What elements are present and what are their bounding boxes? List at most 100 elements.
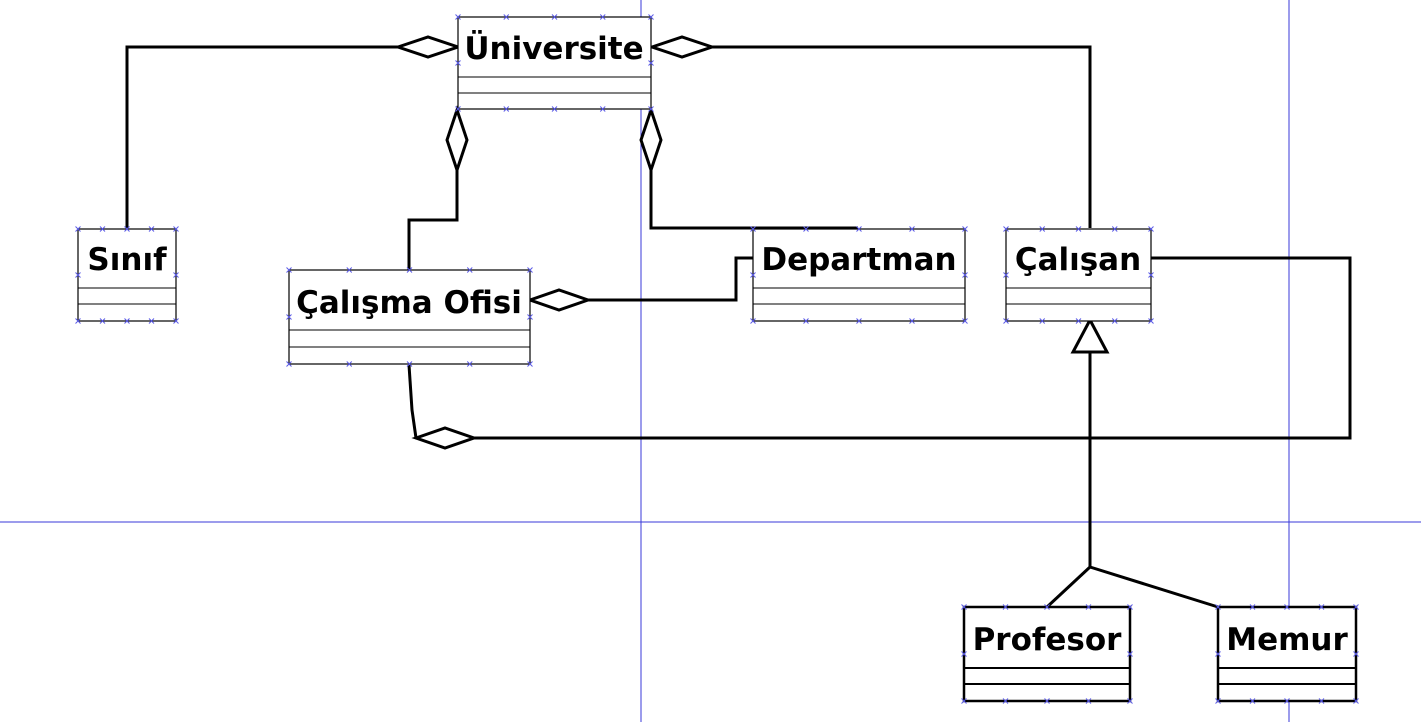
connection-handle-stroke — [406, 267, 413, 273]
connection-handle — [1044, 698, 1050, 704]
connection-handle — [1002, 604, 1009, 610]
connection-handle-stroke — [1215, 651, 1221, 657]
connection-handle-stroke — [1215, 698, 1221, 704]
connection-handle-stroke — [1353, 604, 1359, 610]
connection-handle — [1044, 604, 1050, 610]
class-profesor[interactable]: Profesor — [962, 605, 1132, 703]
connection-handle — [962, 318, 968, 324]
connection-handle-stroke — [527, 314, 533, 320]
connection-handle — [551, 106, 558, 112]
connection-handle-stroke — [856, 318, 862, 324]
edge-universite-departman[interactable] — [649, 170, 858, 230]
connection-handle-stroke — [962, 226, 968, 232]
connection-handle-stroke — [551, 14, 558, 20]
edge-departman-calisma-ofisi[interactable] — [588, 256, 753, 302]
connection-handle-stroke — [856, 226, 862, 232]
connection-handle-stroke — [527, 267, 533, 273]
connection-handle-stroke — [148, 226, 155, 232]
connection-handle — [527, 267, 533, 273]
connection-handle-stroke — [1085, 698, 1092, 704]
connection-handle-stroke — [466, 267, 473, 273]
connection-handle — [648, 14, 654, 20]
connection-handle — [1111, 226, 1118, 232]
connection-handle — [750, 318, 756, 324]
connection-handle-stroke — [346, 361, 353, 367]
connection-handle-stroke — [750, 226, 756, 232]
connection-handle — [1085, 604, 1092, 610]
diamond-calisma-ofisi-right[interactable] — [525, 288, 593, 312]
diamond-calisma-ofisi-bottom[interactable] — [411, 426, 479, 450]
connection-handle-stroke — [750, 272, 756, 278]
connection-handle — [803, 226, 809, 232]
class-name: Departman — [761, 242, 956, 278]
class-name: Çalışan — [1015, 242, 1141, 278]
connection-handle-stroke — [455, 14, 461, 20]
diamond-universite-left[interactable] — [393, 35, 463, 59]
class-name: Sınıf — [87, 242, 167, 278]
edge-generalization-memur[interactable] — [1089, 565, 1219, 609]
connection-handle — [286, 267, 292, 273]
class-box — [752, 228, 966, 322]
connection-handle — [803, 318, 809, 324]
connection-handle — [286, 361, 292, 367]
connection-handle-stroke — [286, 361, 292, 367]
class-calisan[interactable]: Çalışan — [1005, 228, 1152, 322]
connection-handle-stroke — [1148, 272, 1154, 278]
connection-handle-stroke — [346, 267, 353, 273]
class-departman[interactable]: Departman — [752, 228, 966, 322]
connection-handles — [75, 14, 1359, 704]
class-universite[interactable]: Üniversite — [457, 16, 652, 110]
connection-handle — [455, 106, 461, 112]
connection-handle — [455, 60, 461, 66]
connection-handle — [346, 361, 353, 367]
connection-handle — [406, 267, 413, 273]
connection-handle-stroke — [1127, 604, 1133, 610]
connection-handle — [527, 361, 533, 367]
connection-handle — [75, 226, 81, 232]
connection-handle — [1353, 604, 1359, 610]
connection-handle — [173, 272, 179, 278]
connection-handle — [406, 361, 413, 367]
connection-handle — [1284, 604, 1290, 610]
class-calisma-ofisi[interactable]: Çalışma Ofisi — [288, 269, 531, 365]
connection-handle — [1003, 272, 1009, 278]
edge-universite-calisan[interactable] — [712, 45, 1092, 228]
class-name: Üniversite — [464, 30, 643, 67]
connection-handle-stroke — [99, 318, 106, 324]
connection-handle-stroke — [173, 226, 179, 232]
edge-calisan-calisma-ofisi[interactable] — [474, 256, 1352, 440]
connection-handle-stroke — [1085, 604, 1092, 610]
connection-handle — [648, 106, 654, 112]
connection-handle — [961, 698, 967, 704]
connection-handle — [961, 604, 967, 610]
diamond-universite-bottom-left[interactable] — [445, 105, 469, 175]
edge-universite-calisma-ofisi[interactable] — [407, 170, 459, 270]
connection-handle — [1148, 226, 1154, 232]
diamond-universite-bottom-right[interactable] — [639, 105, 663, 175]
class-memur[interactable]: Memur — [1216, 605, 1358, 703]
edge-universite-sinif[interactable] — [125, 45, 398, 228]
connection-handle — [75, 272, 81, 278]
class-sinif[interactable]: Sınıf — [77, 228, 177, 322]
class-box — [457, 16, 652, 110]
connection-handle — [1127, 651, 1133, 657]
connection-handle-stroke — [1127, 651, 1133, 657]
connection-handle-stroke — [1111, 318, 1118, 324]
connection-handle-stroke — [599, 106, 606, 112]
edge-generalization-profesor[interactable] — [1045, 565, 1092, 609]
connection-handle-stroke — [1318, 604, 1325, 610]
connection-handle-stroke — [1075, 226, 1082, 232]
connection-handle — [1353, 651, 1359, 657]
edge-calisma-ofisi-down[interactable] — [407, 364, 418, 439]
diamond-universite-right[interactable] — [647, 35, 717, 59]
connection-handle-stroke — [124, 226, 130, 232]
connection-handle — [173, 318, 179, 324]
connection-handle-stroke — [1148, 318, 1154, 324]
connection-handle — [856, 226, 862, 232]
connection-handle-stroke — [1215, 604, 1221, 610]
aggregation-markers — [393, 35, 717, 450]
generalization-arrow[interactable] — [1070, 316, 1110, 354]
connection-handle — [1249, 698, 1256, 704]
connection-handle-stroke — [961, 604, 967, 610]
